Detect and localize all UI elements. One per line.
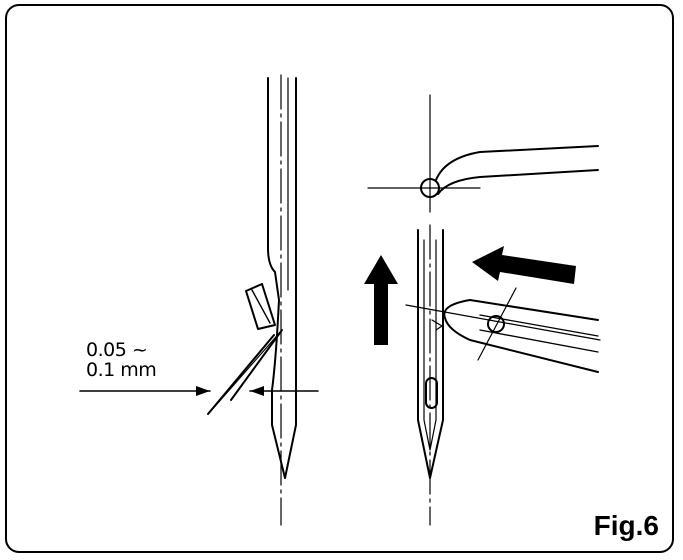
figure-label: Fig.6	[593, 510, 659, 541]
clearance-dimension	[79, 386, 319, 396]
up-arrow	[364, 255, 398, 345]
hook-point	[207, 283, 283, 415]
left-arrow	[472, 246, 576, 284]
right-hook	[405, 287, 601, 373]
right-top-hook	[367, 94, 599, 213]
right-needle	[417, 224, 444, 526]
left-needle	[267, 74, 297, 526]
clearance-label-top: 0.05 ~	[86, 339, 148, 361]
clearance-label-bottom: 0.1 mm	[86, 359, 157, 381]
